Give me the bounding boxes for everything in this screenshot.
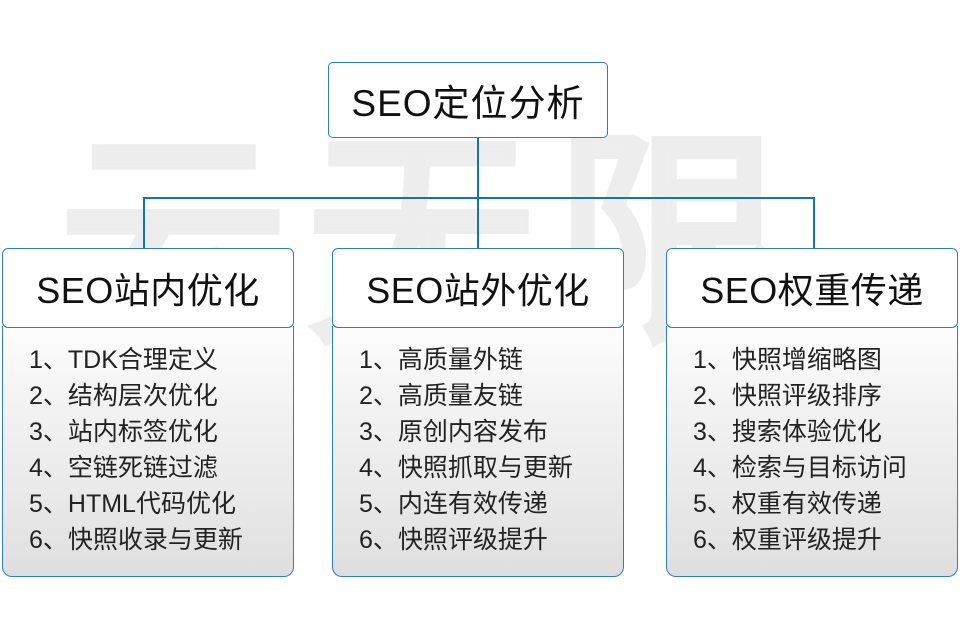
list-item: 2、结构层次优化 [29,382,218,411]
list-item: 2、快照评级排序 [693,382,882,411]
list-item: 3、原创内容发布 [359,418,548,447]
branch-item-list-3: 1、快照增缩略图 2、快照评级排序 3、搜索体验优化 4、检索与目标访问 5、权… [667,342,957,558]
branch-body-1: 1、TDK合理定义 2、结构层次优化 3、站内标签优化 4、空链死链过滤 5、H… [2,326,294,578]
connector-root-stem [477,138,479,198]
list-item: 3、站内标签优化 [29,418,218,447]
connector-drop-right [813,197,815,249]
branch-header-3[interactable]: SEO权重传递 [666,248,958,328]
branch-item-list-2: 1、高质量外链 2、高质量友链 3、原创内容发布 4、快照抓取与更新 5、内连有… [333,342,623,558]
branch-header-1[interactable]: SEO站内优化 [2,248,294,328]
connector-drop-left [143,197,145,249]
branch-column-2: SEO站外优化 1、高质量外链 2、高质量友链 3、原创内容发布 4、快照抓取与… [332,248,624,578]
list-item: 1、快照增缩略图 [693,346,882,375]
root-node[interactable]: SEO定位分析 [328,62,608,138]
branch-item-list-1: 1、TDK合理定义 2、结构层次优化 3、站内标签优化 4、空链死链过滤 5、H… [3,342,293,558]
list-item: 4、快照抓取与更新 [359,454,573,483]
branch-body-2: 1、高质量外链 2、高质量友链 3、原创内容发布 4、快照抓取与更新 5、内连有… [332,326,624,578]
list-item: 2、高质量友链 [359,382,523,411]
branch-column-3: SEO权重传递 1、快照增缩略图 2、快照评级排序 3、搜索体验优化 4、检索与… [666,248,958,578]
list-item: 5、HTML代码优化 [29,490,236,519]
list-item: 1、TDK合理定义 [29,346,218,375]
branch-header-label-2: SEO站外优化 [366,270,590,311]
branch-column-1: SEO站内优化 1、TDK合理定义 2、结构层次优化 3、站内标签优化 4、空链… [2,248,294,578]
list-item: 6、快照收录与更新 [29,526,243,555]
list-item: 5、内连有效传递 [359,490,548,519]
list-item: 5、权重有效传递 [693,490,882,519]
list-item: 4、空链死链过滤 [29,454,218,483]
branch-body-3: 1、快照增缩略图 2、快照评级排序 3、搜索体验优化 4、检索与目标访问 5、权… [666,326,958,578]
branch-header-2[interactable]: SEO站外优化 [332,248,624,328]
branch-header-label-3: SEO权重传递 [700,270,924,311]
list-item: 6、权重评级提升 [693,526,882,555]
list-item: 6、快照评级提升 [359,526,548,555]
branch-header-label-1: SEO站内优化 [36,270,260,311]
root-node-title: SEO定位分析 [351,83,585,124]
list-item: 1、高质量外链 [359,346,523,375]
connector-horizontal-bar [143,197,815,199]
list-item: 4、检索与目标访问 [693,454,907,483]
list-item: 3、搜索体验优化 [693,418,882,447]
connector-drop-middle [477,197,479,249]
